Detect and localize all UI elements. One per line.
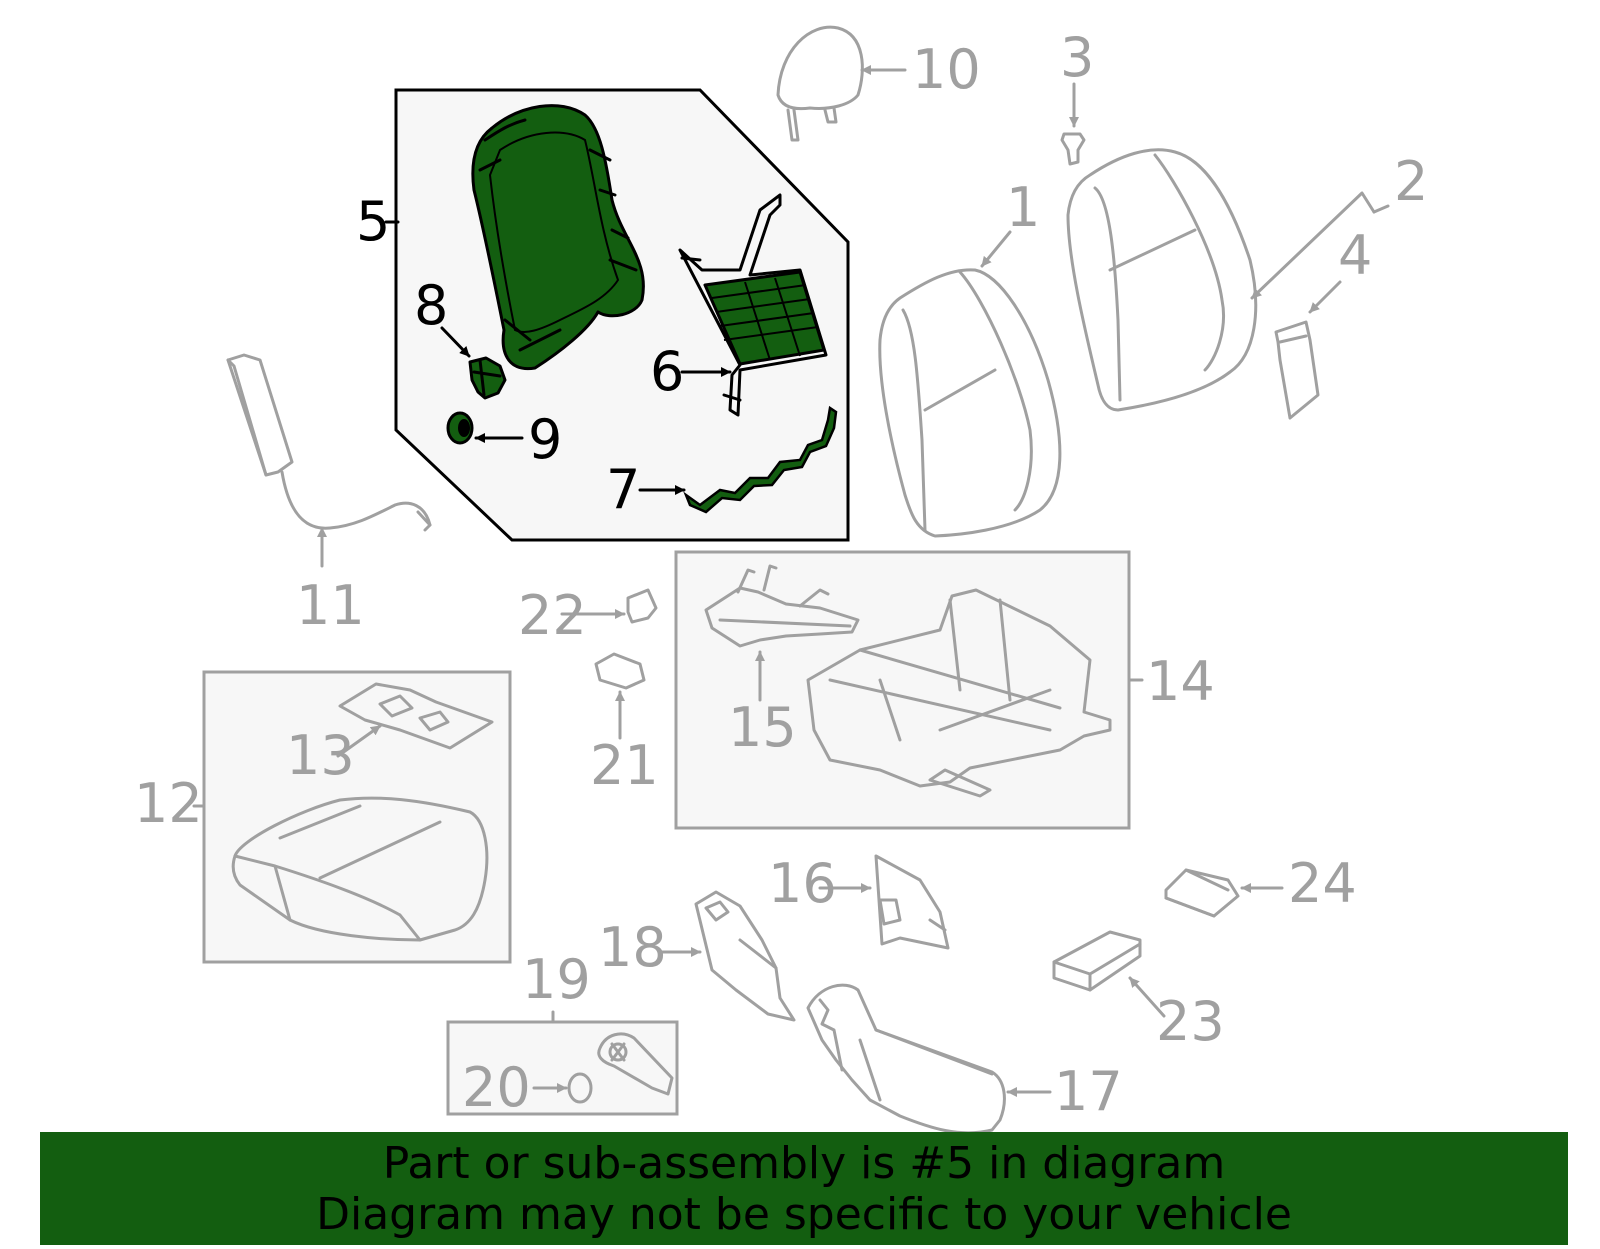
callout-16: 16 [768, 852, 837, 915]
part-5-group[interactable] [384, 88, 850, 542]
callout-10: 10 [912, 38, 981, 101]
callout-23: 23 [1156, 990, 1225, 1053]
seat-cushion-group[interactable] [192, 670, 512, 964]
seat-rail[interactable] [704, 564, 860, 702]
callout-14: 14 [1146, 650, 1215, 713]
part-21[interactable] [594, 652, 646, 740]
seat-track-group[interactable] [674, 550, 1144, 830]
callout-8: 8 [414, 274, 448, 337]
sensor-mat[interactable] [336, 682, 494, 758]
seat-back-rear-cover[interactable] [1066, 148, 1390, 412]
banner-line-1: Part or sub-assembly is #5 in diagram [382, 1137, 1226, 1189]
callout-17: 17 [1054, 1060, 1123, 1123]
part-24[interactable] [1164, 868, 1284, 918]
part-16[interactable] [818, 854, 950, 950]
callout-24: 24 [1288, 852, 1357, 915]
callout-22: 22 [518, 584, 587, 647]
control-module[interactable] [1052, 930, 1166, 1018]
callout-12: 12 [134, 772, 203, 835]
recliner-handle[interactable] [597, 1032, 674, 1096]
recliner-handle-group[interactable] [446, 1010, 679, 1116]
callout-4: 4 [1338, 224, 1372, 287]
callout-19: 19 [522, 948, 591, 1011]
callout-18: 18 [598, 916, 667, 979]
callout-3: 3 [1060, 26, 1094, 89]
callout-20: 20 [462, 1056, 531, 1119]
seat-frame[interactable] [806, 588, 1112, 798]
headrest[interactable] [776, 25, 907, 142]
bracket[interactable] [1274, 280, 1342, 420]
callout-arrow-8 [440, 326, 471, 358]
callout-21: 21 [590, 734, 659, 797]
cap[interactable] [446, 411, 474, 445]
callout-11: 11 [296, 574, 365, 637]
seat-back-frame[interactable] [471, 104, 645, 371]
inner-trim[interactable] [658, 890, 796, 1022]
recline-knob[interactable] [468, 356, 507, 400]
callout-7: 7 [606, 458, 640, 521]
info-banner: Part or sub-assembly is #5 in diagram Di… [40, 1132, 1568, 1245]
cap-20[interactable] [532, 1072, 593, 1104]
side-airbag[interactable] [226, 353, 432, 568]
part-22[interactable] [560, 588, 658, 624]
callout-2: 2 [1394, 150, 1428, 213]
support-wire[interactable] [683, 405, 838, 514]
callout-9: 9 [528, 408, 562, 471]
banner-line-2: Diagram may not be specific to your vehi… [316, 1188, 1292, 1240]
callout-15: 15 [728, 696, 797, 759]
callout-5: 5 [356, 190, 390, 253]
callout-1: 1 [1006, 176, 1040, 239]
side-shield[interactable] [806, 983, 1052, 1135]
lumbar-support[interactable] [678, 193, 828, 417]
callout-13: 13 [286, 724, 355, 787]
callout-6: 6 [650, 340, 684, 403]
clip[interactable] [1060, 82, 1086, 166]
seat-back-front-cover[interactable] [878, 230, 1062, 538]
